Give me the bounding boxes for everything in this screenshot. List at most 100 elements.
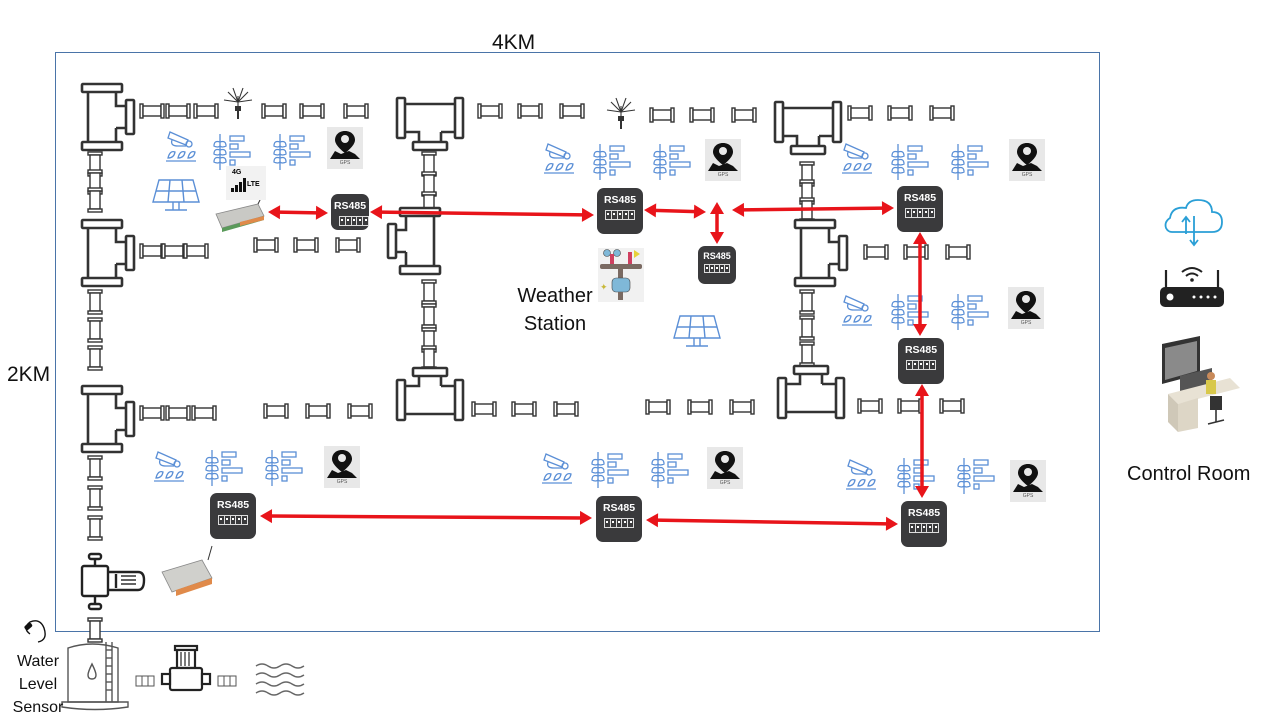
width-dimension-label: 4KM (492, 31, 536, 54)
pump-icon (80, 552, 146, 611)
pipe-row-top-center (477, 103, 757, 123)
wifi-router-icon (1160, 267, 1224, 307)
booster-pipe-left (135, 675, 155, 687)
rs485-gateway[interactable]: RS485 (898, 338, 944, 384)
gps-pin-icon (327, 450, 357, 478)
gps-pin-icon (1012, 143, 1042, 171)
rs485-gateway[interactable]: RS485 (698, 246, 736, 284)
link-line (379, 210, 585, 217)
gps-pin-icon (330, 131, 360, 159)
gps-tile: GPS (1009, 139, 1045, 181)
wheat-sensor-icon (205, 449, 243, 487)
rs485-gateway[interactable]: RS485 (897, 186, 943, 232)
arrow-head (370, 205, 383, 220)
wheat-sensor-icon (651, 451, 689, 489)
wheat-sensor-icon (951, 293, 989, 331)
pipe-to-tank (87, 617, 103, 643)
gps-pin-icon (1011, 291, 1041, 319)
gps-caption: GPS (1022, 493, 1034, 499)
pipe-row-top (139, 103, 369, 119)
lte-signal-badge: 4G LTE (226, 166, 266, 200)
rs485-label: RS485 (602, 502, 636, 514)
control-room-label: Control Room (1127, 463, 1251, 485)
lte-controller-top (215, 195, 265, 232)
rs485-label: RS485 (703, 251, 731, 261)
gps-caption: GPS (1020, 320, 1032, 326)
wheat-sensor-icon (653, 143, 691, 181)
gps-pin-icon (1013, 464, 1043, 492)
arrow-head (915, 486, 929, 498)
water-level-sensor-label: Water Level Sensor (4, 650, 72, 719)
arrow-head (268, 205, 281, 220)
rs485-gateway[interactable]: RS485 (901, 501, 947, 547)
wheat-sensor-icon (897, 457, 935, 495)
lte-controller-bottom (161, 545, 213, 596)
rs485-ports (604, 518, 634, 528)
booster-pipe-right (217, 675, 237, 687)
weather-station-line-1: Weather (517, 285, 593, 307)
solar-panel-icon (673, 315, 721, 347)
gps-caption: GPS (336, 479, 348, 485)
camera-crop-icon (165, 131, 197, 162)
gps-tile: GPS (1010, 460, 1046, 502)
rs485-link (915, 384, 929, 498)
rs485-link (732, 201, 894, 217)
gps-caption: GPS (717, 172, 729, 178)
water-level-line-3: Sensor (12, 699, 64, 716)
rs485-label: RS485 (333, 200, 367, 212)
rs485-ports (905, 208, 935, 218)
pipe-row-bottom-center (471, 399, 755, 417)
arrow-head (915, 384, 929, 396)
arrow-head (881, 201, 894, 216)
booster-pump-icon (160, 644, 212, 692)
rs485-gateway[interactable]: RS485 (597, 188, 643, 234)
water-tank-icon (61, 642, 129, 711)
camera-crop-icon (541, 453, 573, 484)
arrow-head (315, 205, 328, 220)
operator-desk-icon (1162, 336, 1240, 432)
wheat-sensor-icon (951, 143, 989, 181)
signal-bars-icon (231, 178, 246, 192)
rs485-label: RS485 (907, 507, 941, 519)
lte-gen-label: 4G (232, 169, 242, 176)
rs485-ports (218, 515, 248, 525)
rs485-gateway[interactable]: RS485 (210, 493, 256, 539)
rs485-gateway[interactable]: RS485 (596, 496, 642, 542)
arrow-head (913, 324, 927, 336)
water-level-line-2: Level (18, 676, 58, 693)
main-pipe-center (386, 96, 465, 422)
rs485-link (644, 203, 706, 219)
sensor-group-bottom-left (153, 449, 303, 487)
camera-crop-icon (543, 143, 575, 174)
lte-label: LTE (247, 181, 260, 188)
rs485-link (260, 509, 592, 525)
rs485-label: RS485 (904, 344, 938, 356)
camera-crop-icon (841, 143, 873, 174)
weather-station-label: Weather Station (505, 282, 605, 338)
wheat-sensor-icon (591, 451, 629, 489)
arrow-head (732, 202, 745, 217)
gps-caption: GPS (339, 160, 351, 166)
weather-station-icon: ✦ (598, 248, 644, 302)
link-line (741, 206, 885, 212)
wheat-sensor-icon (273, 133, 311, 171)
solar-panel-icon (152, 179, 200, 211)
camera-crop-icon (845, 459, 877, 490)
arrow-head (581, 207, 594, 222)
gps-pin-icon (710, 451, 740, 479)
sprinkler-icon (223, 87, 253, 120)
arrow-head (710, 202, 724, 214)
arrow-head (710, 232, 724, 244)
sensor-group-top-right (841, 143, 989, 181)
arrow-head (646, 513, 659, 528)
rs485-gateway[interactable]: RS485 (331, 194, 369, 230)
wheat-sensor-icon (213, 133, 251, 171)
arrow-head (693, 204, 706, 219)
rs485-label: RS485 (603, 194, 637, 206)
gps-caption: GPS (1021, 172, 1033, 178)
weather-junction-link (710, 202, 724, 244)
wheat-sensor-icon (593, 143, 631, 181)
sprinkler-icon (606, 97, 636, 130)
arrow-head (260, 509, 273, 524)
sensor-group-top-center (543, 143, 691, 181)
